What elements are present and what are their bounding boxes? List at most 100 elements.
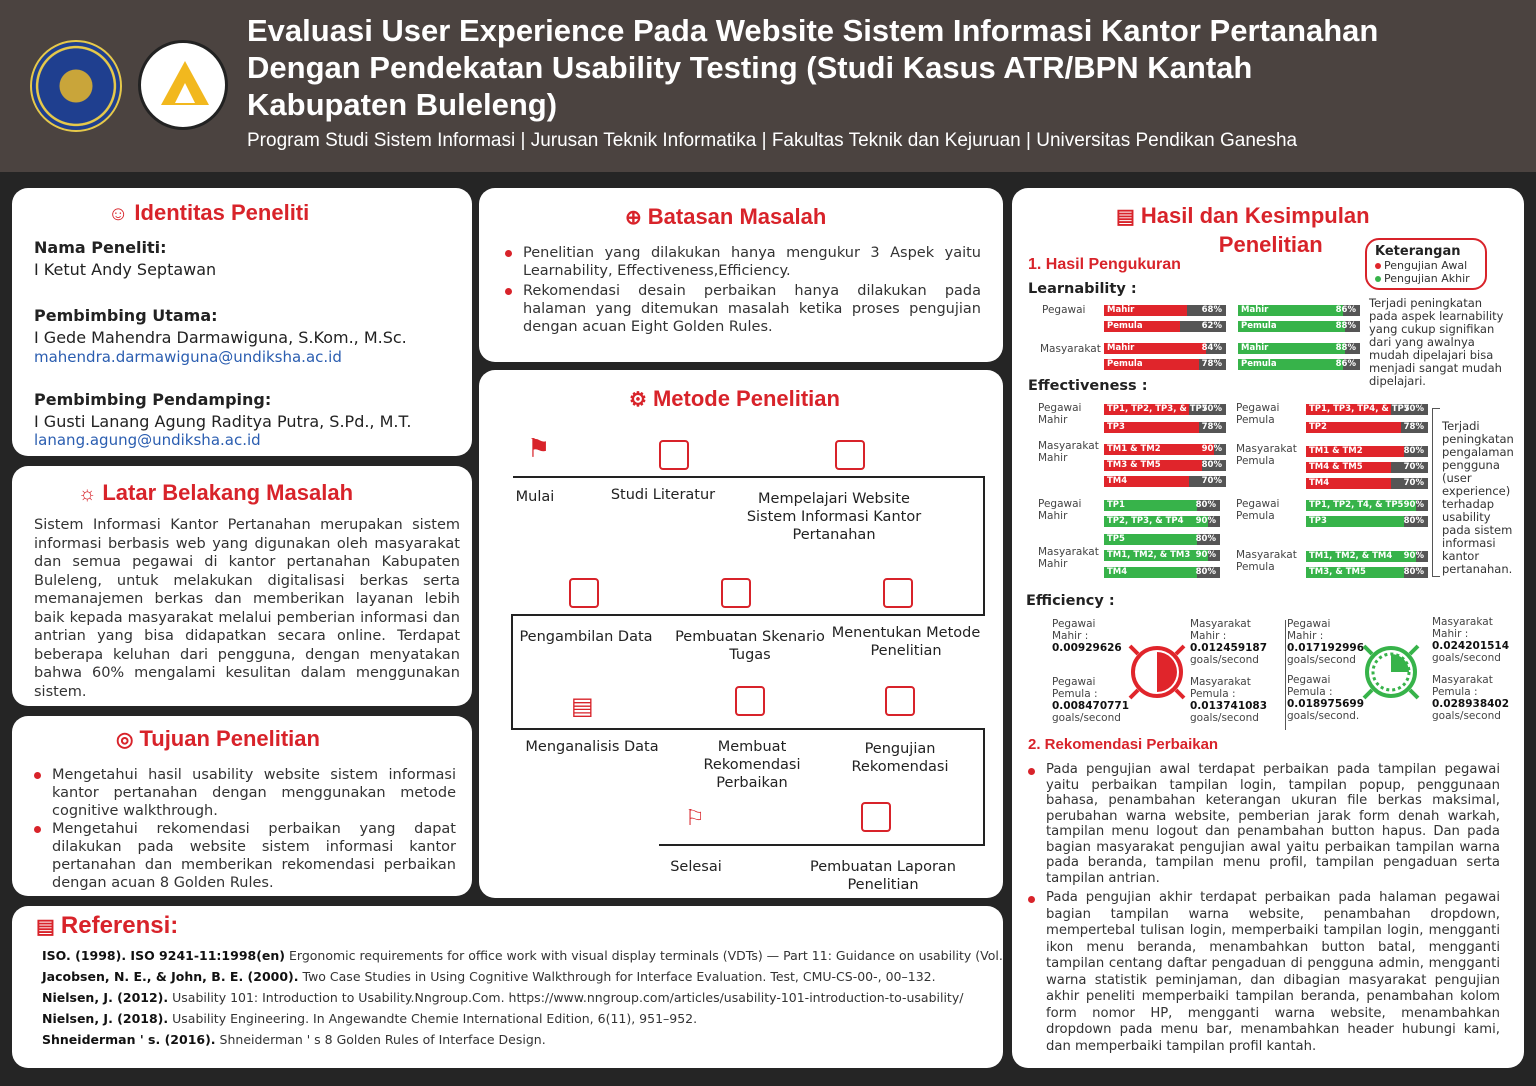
step-menganalisis-data: Menganalisis Data	[525, 739, 659, 755]
tujuan-item: Mengetahui rekomendasi perbaikan yang da…	[34, 820, 456, 892]
stopwatch-awal-icon	[1128, 644, 1186, 700]
bar-value: 80%	[1403, 567, 1424, 577]
tujuan-item: Mengetahui hasil usability website siste…	[34, 766, 456, 820]
bar-label: TM4	[1107, 567, 1128, 577]
bar-value: 80%	[1195, 500, 1216, 510]
referensi-title: ▤Referensi:	[36, 912, 179, 939]
reference-item: Jacobsen, N. E., & John, B. E. (2000). T…	[42, 969, 936, 984]
bar-value: 70%	[1403, 478, 1424, 488]
nama-label: Nama Peneliti:	[34, 238, 167, 257]
group-label: Pegawai Mahir	[1038, 402, 1082, 426]
bar-value: 78%	[1201, 422, 1222, 432]
legend-awal: Pengujian Awal	[1375, 259, 1477, 272]
bar-value: 78%	[1403, 422, 1424, 432]
bar-value: 80%	[1195, 534, 1216, 544]
group-label: Masyarakat Pemula	[1236, 549, 1297, 573]
bar-value: 62%	[1201, 321, 1222, 331]
progress-bar: TP1 80%	[1104, 500, 1220, 511]
bar-value: 84%	[1201, 343, 1222, 353]
batasan-panel: ⊕Batasan Masalah Penelitian yang dilakuk…	[479, 188, 1003, 362]
reference-item: Shneiderman ' s. (2016). Shneiderman ' s…	[42, 1032, 546, 1047]
effectiveness-note: Terjadi peningkatan pengalaman pengguna …	[1442, 419, 1514, 576]
bar-fill	[1306, 422, 1402, 433]
bar-fill	[1104, 343, 1207, 354]
nama-value: I Ketut Andy Septawan	[34, 260, 217, 279]
bar-label: Mahir	[1107, 343, 1135, 353]
bar-label: TP1, TP3, TP4, & TP5	[1309, 404, 1410, 414]
clipboard-icon: ▤	[1116, 206, 1135, 228]
bar-fill	[1306, 404, 1392, 415]
poster-header: Evaluasi User Experience Pada Website Si…	[0, 0, 1536, 172]
progress-bar: TM4 70%	[1306, 478, 1428, 489]
reference-item: Nielsen, J. (2018). Usability Engineerin…	[42, 1011, 698, 1026]
bar-fill	[1104, 534, 1197, 545]
test-icon	[885, 686, 915, 716]
identitas-title: ☺Identitas Peneliti	[108, 200, 310, 225]
step-pengambilan-data: Pengambilan Data	[519, 629, 653, 645]
bar-fill	[1104, 460, 1202, 471]
bar-fill	[1104, 500, 1197, 511]
bar-fill	[1238, 305, 1343, 316]
bar-fill	[1104, 321, 1180, 332]
bar-value: 70%	[1201, 404, 1222, 414]
progress-bar: Mahir 84%	[1104, 343, 1226, 354]
bar-label: TP3	[1107, 422, 1125, 432]
identitas-panel: ☺Identitas Peneliti Nama Peneliti: I Ket…	[12, 188, 472, 456]
bar-value: 88%	[1335, 321, 1356, 331]
bar-value: 90%	[1201, 444, 1222, 454]
bar-label: TP2	[1309, 422, 1327, 432]
group-label: Masyarakat Mahir	[1038, 546, 1099, 570]
learnability-note: Terjadi peningkatan pada aspek learnabil…	[1369, 296, 1504, 388]
bar-value: 80%	[1195, 567, 1216, 577]
step-menentukan-metode: Menentukan Metode Penelitian	[831, 625, 981, 659]
bar-label: TM1 & TM2	[1309, 446, 1363, 456]
rekomendasi-item: Pada pengujian awal terdapat perbaikan p…	[1028, 762, 1500, 886]
bar-fill	[1306, 500, 1416, 511]
bar-value: 70%	[1403, 404, 1424, 414]
bar-value: 68%	[1201, 305, 1222, 315]
bar-label: TM3, & TM5	[1309, 567, 1366, 577]
bar-value: 70%	[1201, 476, 1222, 486]
bar-value: 90%	[1403, 500, 1424, 510]
step-mempelajari-website: Mempelajari Website Sistem Informasi Kan…	[746, 491, 922, 543]
bar-label: TP1, TP2, TP3, & TP5	[1107, 404, 1208, 414]
bar-label: TM1 & TM2	[1107, 444, 1161, 454]
pembimbing-pendamping-email[interactable]: lanang.agung@undiksha.ac.id	[34, 431, 261, 449]
group-label: Masyarakat Pemula	[1236, 443, 1297, 467]
group-label: Masyarakat	[1040, 343, 1101, 355]
bar-label: Pemula	[1107, 321, 1143, 331]
progress-bar: TP2 78%	[1306, 422, 1428, 433]
bar-fill	[1306, 446, 1404, 457]
step-membuat-rekomendasi: Membuat Rekomendasi Perbaikan	[703, 739, 801, 791]
legend-akhir: Pengujian Akhir	[1375, 272, 1477, 285]
pembimbing-utama-email[interactable]: mahendra.darmawiguna@undiksha.ac.id	[34, 348, 342, 366]
bar-fill	[1104, 359, 1200, 370]
bar-label: TP3	[1309, 516, 1327, 526]
poster-subtitle: Program Studi Sistem Informasi | Jurusan…	[247, 130, 1298, 151]
bar-label: TM1, TM2, & TM4	[1309, 551, 1393, 561]
bar-label: TP5	[1107, 534, 1125, 544]
bar-label: TP2, TP3, & TP4	[1107, 516, 1184, 526]
group-label: Pegawai	[1042, 304, 1086, 316]
bar-label: TP1	[1107, 500, 1125, 510]
progress-bar: TM3, & TM5 80%	[1306, 567, 1428, 578]
lightbulb-icon: ☼	[78, 483, 97, 505]
bar-label: TM4	[1309, 478, 1330, 488]
latar-panel: ☼Latar Belakang Masalah Sistem Informasi…	[12, 466, 472, 706]
user-icon: ☺	[108, 203, 129, 225]
bar-fill	[1104, 476, 1190, 487]
batasan-title: ⊕Batasan Masalah	[625, 204, 827, 229]
bar-fill	[1238, 343, 1346, 354]
reference-item: ISO. (1998). ISO 9241-11:1998(en) Ergono…	[42, 948, 1003, 963]
learnability-label: Learnability :	[1028, 281, 1137, 297]
